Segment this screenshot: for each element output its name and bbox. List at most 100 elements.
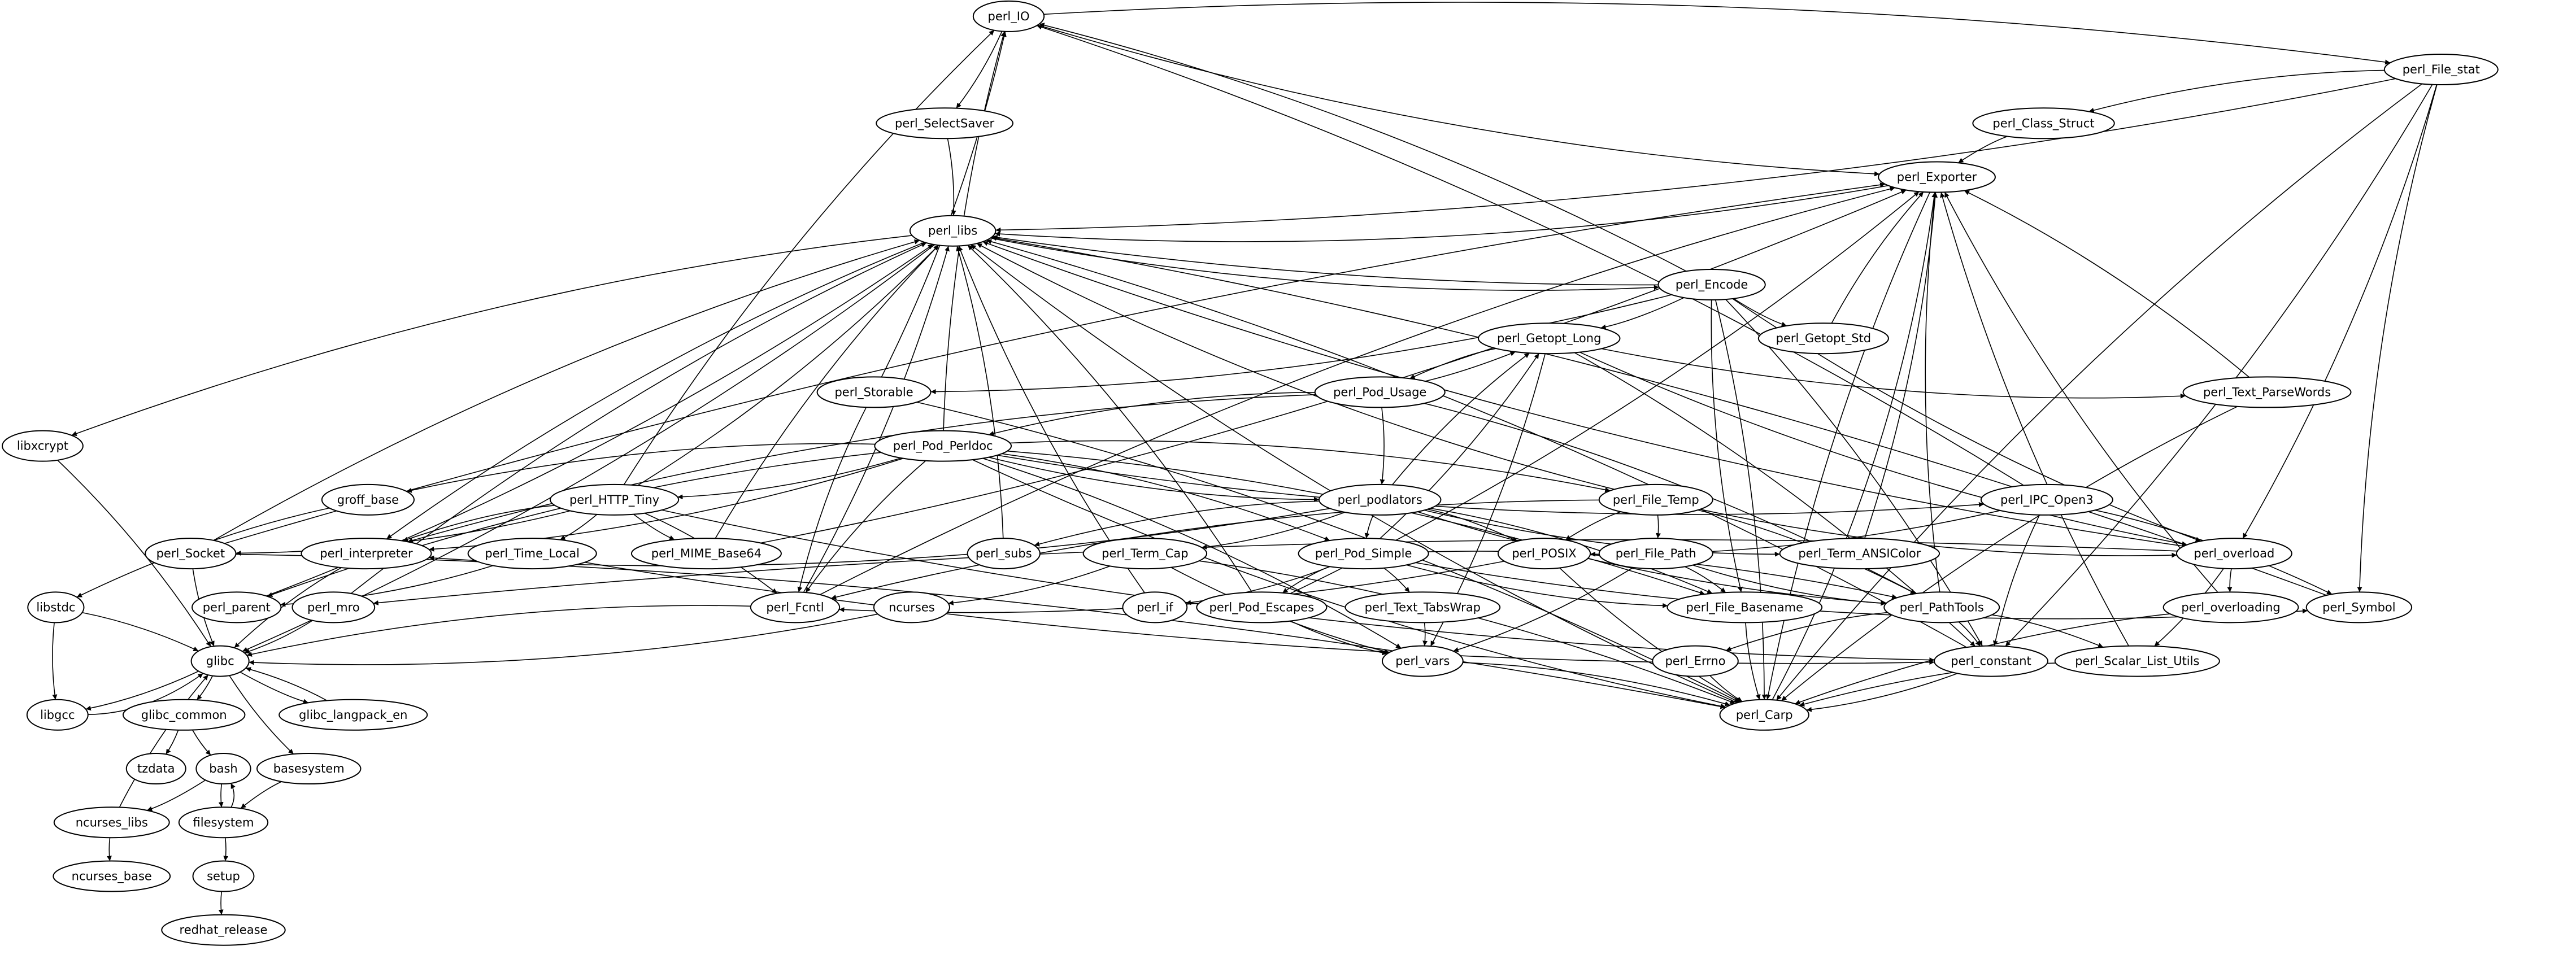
node-ellipse: [1757, 322, 1889, 355]
node-perl_Term_ANSIColor[interactable]: perl_Term_ANSIColor: [1779, 538, 1940, 570]
edge-perl_Text_ParseWords-to-perl_Carp: [1781, 405, 2238, 701]
node-perl_MIME_Base64[interactable]: perl_MIME_Base64: [630, 538, 782, 570]
edge-perl_PathTools-to-perl_Scalar_List_Utils: [1991, 614, 2104, 648]
node-ncurses[interactable]: ncurses: [873, 591, 951, 623]
node-perl_Pod_Simple[interactable]: perl_Pod_Simple: [1298, 538, 1429, 570]
node-ellipse: [1933, 645, 2049, 677]
node-ellipse: [630, 538, 782, 570]
node-tzdata[interactable]: tzdata: [125, 753, 186, 785]
node-perl_Text_TabsWrap[interactable]: perl_Text_TabsWrap: [1344, 591, 1501, 623]
node-perl_Class_Struct[interactable]: perl_Class_Struct: [1972, 107, 2115, 139]
node-perl_interpreter[interactable]: perl_interpreter: [301, 538, 432, 570]
node-perl_Fcntl[interactable]: perl_Fcntl: [750, 591, 841, 623]
node-perl_HTTP_Tiny[interactable]: perl_HTTP_Tiny: [549, 483, 680, 516]
node-label: perl_Socket: [156, 547, 225, 561]
edge-perl_HTTP_Tiny-to-perl_IO: [623, 29, 995, 485]
node-perl_parent[interactable]: perl_parent: [192, 591, 282, 623]
node-perl_Getopt_Std[interactable]: perl_Getopt_Std: [1757, 322, 1889, 355]
node-perl_libs[interactable]: perl_libs: [909, 215, 997, 247]
node-perl_Pod_Perldoc[interactable]: perl_Pod_Perldoc: [874, 430, 1012, 462]
edge-glibc-to-basesystem: [229, 675, 294, 755]
node-perl_Pod_Usage[interactable]: perl_Pod_Usage: [1314, 376, 1446, 408]
node-perl_Time_Local[interactable]: perl_Time_Local: [467, 538, 597, 570]
node-perl_vars[interactable]: perl_vars: [1381, 645, 1464, 677]
node-perl_Socket[interactable]: perl_Socket: [145, 538, 237, 570]
node-ellipse: [876, 107, 1013, 139]
node-glibc_common[interactable]: glibc_common: [122, 699, 246, 731]
node-perl_File_Basename[interactable]: perl_File_Basename: [1666, 591, 1823, 623]
node-perl_Encode[interactable]: perl_Encode: [1657, 268, 1766, 300]
node-perl_constant[interactable]: perl_constant: [1933, 645, 2049, 677]
node-ncurses_libs[interactable]: ncurses_libs: [53, 806, 170, 839]
node-ellipse: [1122, 591, 1188, 623]
node-label: perl_Encode: [1676, 278, 1748, 292]
node-libgcc[interactable]: libgcc: [26, 699, 89, 731]
node-perl_Text_ParseWords[interactable]: perl_Text_ParseWords: [2182, 376, 2352, 408]
edge-perl_Storable-to-perl_IO: [881, 31, 1007, 378]
node-perl_File_stat[interactable]: perl_File_stat: [2383, 54, 2499, 86]
node-perl_PathTools[interactable]: perl_PathTools: [1883, 591, 2000, 623]
node-perl_mro[interactable]: perl_mro: [291, 591, 376, 623]
node-perl_overload[interactable]: perl_overload: [2175, 538, 2292, 570]
node-glibc_langpack_en[interactable]: glibc_langpack_en: [279, 699, 428, 731]
edge-perl_Pod_Perldoc-to-perl_parent: [267, 452, 882, 598]
node-perl_Pod_Escapes[interactable]: perl_Pod_Escapes: [1196, 591, 1328, 623]
edge-perl_overloading-to-perl_Exporter: [1944, 191, 2218, 593]
edge-perl_Pod_Simple-to-perl_File_Basename: [1406, 564, 1668, 608]
node-bash[interactable]: bash: [195, 753, 251, 785]
node-ellipse: [53, 860, 171, 892]
edge-perl_PathTools-to-perl_Errno: [1726, 612, 1888, 652]
edge-libstdc-to-glibc: [82, 612, 199, 652]
edge-perl_Getopt_Long-to-perl_Pod_Usage: [1409, 348, 1496, 380]
node-glibc[interactable]: glibc: [190, 645, 250, 677]
node-groff_base[interactable]: groff_base: [321, 483, 415, 516]
node-perl_subs[interactable]: perl_subs: [967, 538, 1041, 570]
node-perl_IO[interactable]: perl_IO: [972, 0, 1045, 32]
node-perl_Symbol[interactable]: perl_Symbol: [2305, 591, 2413, 623]
node-label: perl_Pod_Perldoc: [893, 439, 993, 453]
node-perl_podlators[interactable]: perl_podlators: [1318, 483, 1442, 516]
node-perl_if[interactable]: perl_if: [1122, 591, 1188, 623]
edge-perl_File_stat-to-perl_overload: [2242, 84, 2438, 539]
edge-perl_SelectSaver-to-perl_libs: [947, 138, 956, 216]
edge-perl_File_Basename-to-perl_Carp: [1745, 622, 1761, 700]
edge-perl_IPC_Open3-to-perl_IO: [1037, 24, 2024, 486]
node-perl_POSIX[interactable]: perl_POSIX: [1497, 538, 1591, 570]
edge-perl_Encode-to-perl_Carp: [1715, 299, 1767, 700]
node-perl_Scalar_List_Utils[interactable]: perl_Scalar_List_Utils: [2054, 645, 2220, 677]
node-libstdc[interactable]: libstdc: [27, 591, 85, 623]
node-perl_SelectSaver[interactable]: perl_SelectSaver: [876, 107, 1013, 139]
edge-perl_Term_Cap-to-ncurses: [948, 565, 1111, 605]
edge-perl_podlators-to-perl_Getopt_Long: [1391, 352, 1530, 485]
edge-perl_Pod_Perldoc-to-perl_HTTP_Tiny: [677, 457, 902, 500]
node-setup[interactable]: setup: [192, 860, 255, 892]
node-basesystem[interactable]: basesystem: [256, 753, 362, 785]
node-libxcrypt[interactable]: libxcrypt: [2, 430, 84, 462]
edge-perl_HTTP_Tiny-to-perl_interpreter: [402, 505, 555, 542]
node-filesystem[interactable]: filesystem: [178, 806, 269, 839]
node-label: libgcc: [40, 708, 75, 722]
node-ellipse: [53, 806, 170, 839]
node-perl_Storable[interactable]: perl_Storable: [816, 376, 932, 408]
node-perl_Term_Cap[interactable]: perl_Term_Cap: [1082, 538, 1208, 570]
node-ellipse: [549, 483, 680, 516]
edge-perl_Text_ParseWords-to-perl_Exporter: [1964, 190, 2250, 378]
node-perl_File_Path[interactable]: perl_File_Path: [1598, 538, 1713, 570]
node-perl_IPC_Open3[interactable]: perl_IPC_Open3: [1980, 483, 2113, 516]
node-label: libxcrypt: [17, 439, 68, 453]
node-perl_Errno[interactable]: perl_Errno: [1652, 645, 1739, 677]
edge-perl_Pod_Perldoc-to-perl_vars: [982, 457, 1402, 649]
node-perl_Carp[interactable]: perl_Carp: [1719, 699, 1809, 731]
node-ncurses_base[interactable]: ncurses_base: [53, 860, 171, 892]
node-perl_File_Temp[interactable]: perl_File_Temp: [1598, 483, 1713, 516]
edge-perl_File_stat-to-perl_Class_Struct: [2088, 69, 2384, 113]
node-redhat_release[interactable]: redhat_release: [161, 914, 286, 946]
node-perl_Getopt_Long[interactable]: perl_Getopt_Long: [1478, 322, 1621, 355]
edge-perl_libs-to-glibc: [242, 244, 935, 652]
node-perl_Exporter[interactable]: perl_Exporter: [1878, 161, 1996, 193]
node-perl_overloading[interactable]: perl_overloading: [2162, 591, 2299, 623]
edge-perl_Pod_Escapes-to-perl_libs: [967, 245, 1252, 593]
node-label: perl_File_stat: [2403, 63, 2480, 77]
node-ellipse: [1318, 483, 1442, 516]
node-ellipse: [1478, 322, 1621, 355]
